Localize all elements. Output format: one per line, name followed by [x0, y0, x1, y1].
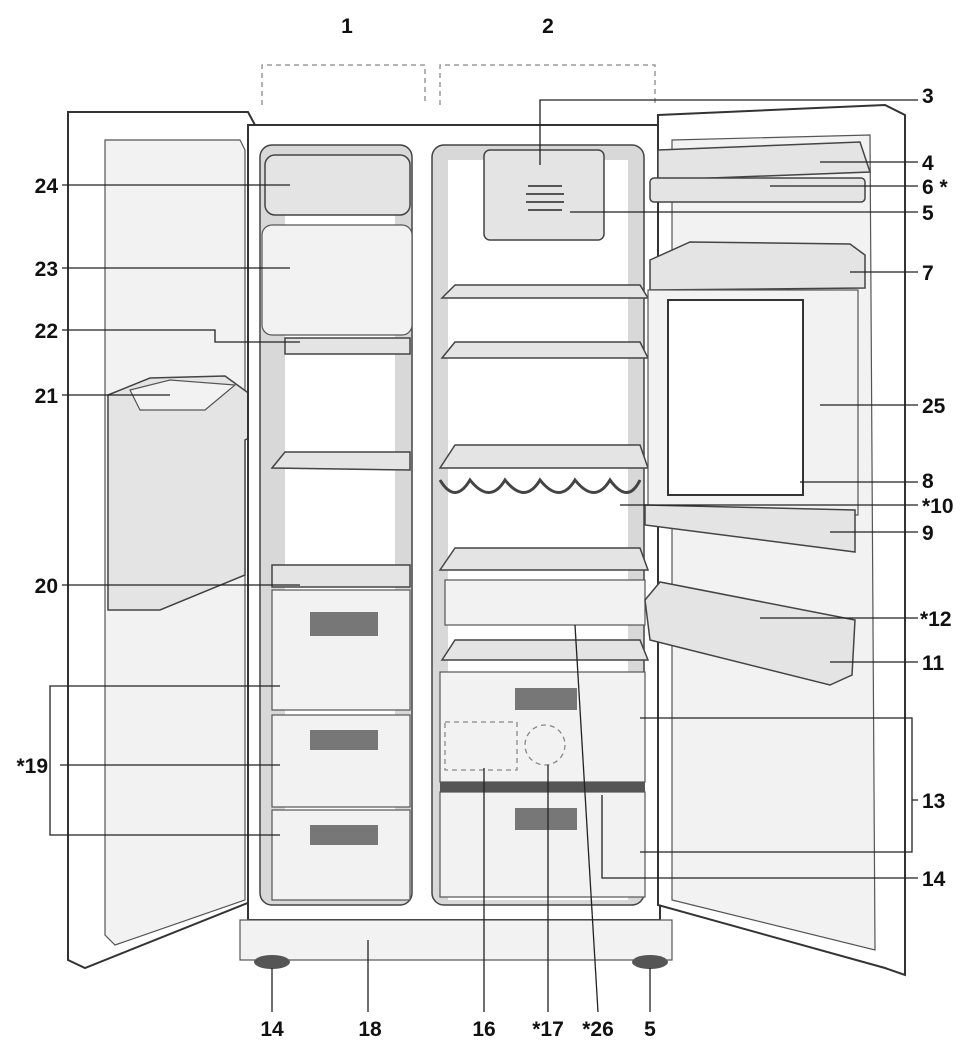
label-21: 21	[35, 385, 59, 408]
freezer-parts	[261, 154, 413, 901]
compartment-brackets	[261, 64, 656, 105]
label-5-bottom: 5	[644, 1018, 656, 1041]
label-25: 25	[922, 395, 946, 418]
callout-labels: 1 2 24 23 22 21 20 *19 3 4 6 * 5 7 25 8 …	[16, 15, 953, 1041]
label-20: 20	[35, 575, 58, 598]
label-3: 3	[922, 85, 934, 108]
label-24: 24	[35, 175, 59, 198]
label-18: 18	[358, 1018, 382, 1041]
label-14-right: 14	[922, 868, 946, 891]
label-7: 7	[922, 262, 934, 285]
fridge-parts	[438, 149, 650, 898]
ice-dispenser	[107, 375, 259, 611]
label-17: *17	[532, 1018, 564, 1041]
label-8: 8	[922, 470, 934, 493]
label-6: 6 *	[922, 176, 949, 199]
label-10: *10	[922, 495, 954, 518]
label-5: 5	[922, 202, 934, 225]
label-14-bottom: 14	[260, 1018, 284, 1041]
fridge-door	[644, 103, 906, 977]
wine-rack	[438, 477, 642, 494]
label-9: 9	[922, 522, 934, 545]
label-12: *12	[920, 608, 952, 631]
base-cover	[239, 919, 673, 961]
label-13: 13	[922, 790, 945, 813]
label-19: *19	[16, 755, 48, 778]
door-window	[667, 299, 804, 496]
label-16: 16	[472, 1018, 495, 1041]
label-11: 11	[922, 652, 945, 675]
label-23: 23	[35, 258, 58, 281]
label-26: *26	[582, 1018, 614, 1041]
freezer-door	[67, 111, 259, 970]
label-4: 4	[922, 152, 934, 175]
leader-lines	[49, 99, 918, 1013]
label-2: 2	[542, 15, 554, 38]
label-22: 22	[35, 320, 58, 343]
label-1: 1	[341, 15, 353, 38]
